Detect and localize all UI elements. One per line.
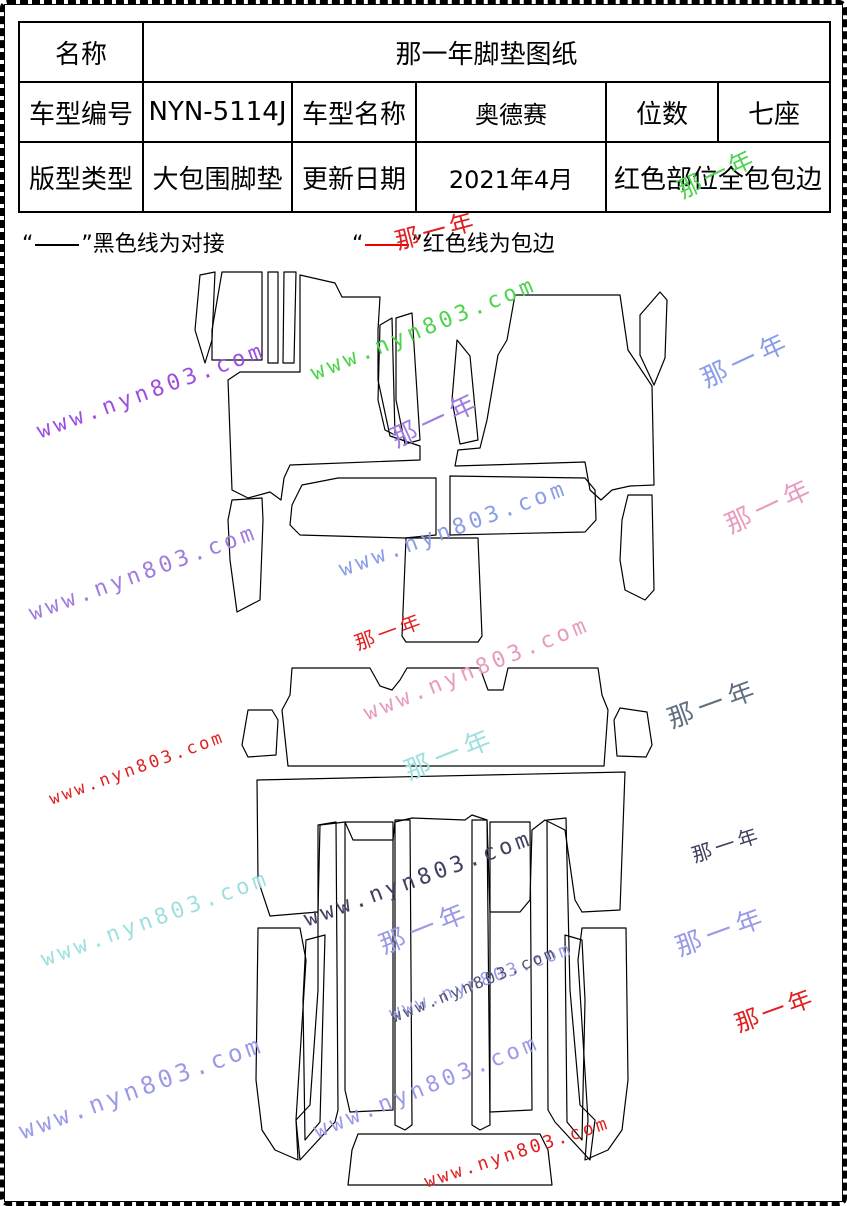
spec-table: 名称 那一年脚垫图纸 车型编号 NYN-5114J 车型名称 奥德赛 位数 七座… <box>18 21 832 213</box>
pattern-front-left-strip-a <box>211 271 263 361</box>
model-no-label: 车型编号 <box>18 81 144 143</box>
pattern-front-left-pad <box>289 477 437 539</box>
legend-red-open: “ <box>352 232 364 257</box>
name-label: 名称 <box>18 21 144 83</box>
pattern-rear-right-inner <box>564 934 586 1141</box>
pattern-center-right-strip <box>471 819 491 1131</box>
legend-red-text: ”红色线为包边 <box>411 232 555 257</box>
pattern-front-left-sill <box>194 271 216 364</box>
pattern-center-left-pillar <box>395 312 421 445</box>
model-name-value: 奥德赛 <box>415 81 607 143</box>
pattern-third-row-main <box>256 771 626 917</box>
pattern-rear-left-side <box>255 927 307 1161</box>
model-name-label: 车型名称 <box>291 81 417 143</box>
black-line-swatch <box>35 244 80 246</box>
pattern-trunk-pad <box>347 1133 553 1186</box>
drawing-title: 那一年脚垫图纸 <box>141 21 832 83</box>
pattern-rear-right-strip <box>489 821 533 1113</box>
type-label: 版型类型 <box>18 141 144 213</box>
date-value: 2021年4月 <box>415 141 607 213</box>
pattern-front-right-sill <box>639 291 668 386</box>
legend-black-open: “ <box>22 232 34 257</box>
pattern-rear-left-inner <box>302 934 326 1141</box>
spec-row-name: 名称 那一年脚垫图纸 <box>18 21 832 83</box>
legend-red-line: “ ”红色线为包边 <box>352 226 555 258</box>
pattern-second-row-main <box>281 667 609 767</box>
seats-label: 位数 <box>605 81 719 143</box>
model-no-value: NYN-5114J <box>142 81 293 143</box>
legend-black-line: “ ”黑色线为对接 <box>22 226 225 258</box>
spec-row-type: 版型类型 大包围脚垫 更新日期 2021年4月 红色部位全包包边 <box>18 141 832 213</box>
pattern-front-right-door <box>619 494 655 601</box>
pattern-center-right-pillar <box>451 339 479 445</box>
binding-note: 红色部位全包包边 <box>604 141 832 213</box>
pattern-front-left-strip-b <box>267 271 279 364</box>
pattern-front-left-strip-c <box>282 271 297 364</box>
pattern-rear-left-strip <box>344 821 394 1113</box>
pattern-center-left-side <box>377 317 396 436</box>
spec-row-model: 车型编号 NYN-5114J 车型名称 奥德赛 位数 七座 <box>18 81 832 143</box>
pattern-second-row-left-end <box>241 709 279 758</box>
date-label: 更新日期 <box>291 141 417 213</box>
pattern-front-right-pad <box>449 475 597 536</box>
red-line-swatch <box>365 244 410 246</box>
seats-value: 七座 <box>716 81 832 143</box>
page-inner-border <box>4 4 843 1202</box>
pattern-rear-right-side <box>577 927 629 1161</box>
type-value: 大包围脚垫 <box>142 141 293 213</box>
pattern-rear-right-rail <box>546 817 596 1161</box>
pattern-second-row-right-end <box>613 707 653 758</box>
pattern-console-pad <box>401 537 483 643</box>
pattern-front-right-main <box>454 294 655 501</box>
pattern-front-left-door <box>227 497 264 613</box>
pattern-rear-left-rail <box>295 821 339 1161</box>
pattern-front-left-main <box>227 274 421 501</box>
pattern-center-left-strip <box>394 819 413 1131</box>
legend-black-text: ”黑色线为对接 <box>81 232 225 257</box>
